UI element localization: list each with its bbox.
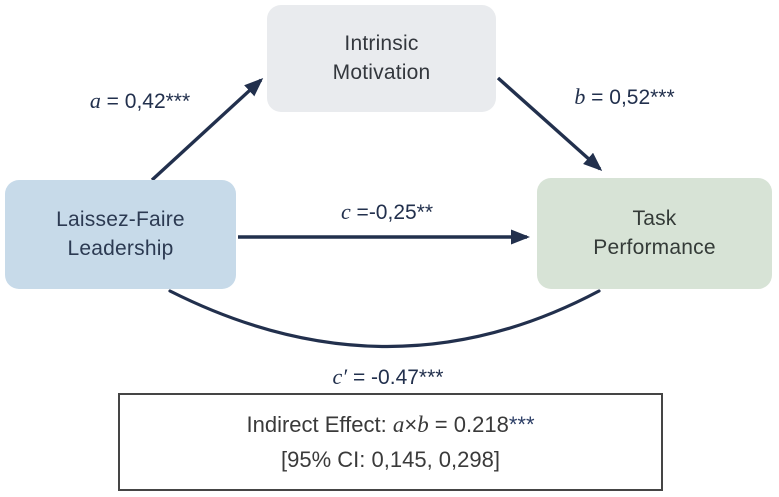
- path-c-prime-value-line: c′ = -0.47***: [278, 361, 498, 393]
- path-a-label: a = 0,42***: [55, 88, 225, 114]
- box-intrinsic-motivation-line2: Motivation: [332, 60, 431, 84]
- box-task-performance-line2: Performance: [593, 235, 716, 259]
- path-b-value: = 0,52***: [585, 86, 675, 109]
- indirect-effect-var-a: a: [392, 412, 405, 438]
- indirect-effect-prefix: Indirect Effect:: [246, 412, 393, 438]
- path-c-label: c =-0,25**: [302, 199, 472, 225]
- path-a-value: = 0,42***: [100, 90, 191, 113]
- path-b-arrow: [496, 76, 603, 171]
- path-a-variable: a: [89, 88, 101, 113]
- direct-effect-curve: [168, 289, 601, 349]
- indirect-effect-var-b: b: [417, 412, 429, 438]
- indirect-effect-value: = 0.218: [428, 412, 509, 438]
- path-c-value: =-0,25**: [350, 201, 434, 224]
- path-c-prime-value: = -0.47***: [347, 365, 444, 389]
- box-intrinsic-motivation: Intrinsic Motivation: [267, 5, 496, 112]
- indirect-effect-stars: ***: [508, 412, 535, 438]
- box-task-performance-line1: Task: [632, 206, 677, 230]
- path-c-variable: c: [340, 199, 351, 224]
- path-c-prime-variable: c′: [332, 363, 348, 389]
- path-b-label: b = 0,52***: [537, 84, 712, 110]
- box-laissez-faire-line1: Laissez-Faire: [56, 207, 185, 231]
- box-intrinsic-motivation-line1: Intrinsic: [344, 31, 419, 55]
- box-task-performance: Task Performance: [537, 178, 772, 289]
- box-laissez-faire-line2: Leadership: [67, 236, 174, 260]
- indirect-effect-panel: Indirect Effect: a×b = 0.218*** [95% CI:…: [118, 393, 663, 491]
- confidence-interval-line: [95% CI: 0,145, 0,298]: [281, 446, 500, 472]
- path-a-arrow: [150, 77, 264, 182]
- box-laissez-faire-leadership: Laissez-Faire Leadership: [5, 180, 236, 289]
- multiply-sign: ×: [404, 412, 418, 438]
- path-b-variable: b: [574, 84, 586, 109]
- indirect-effect-line: Indirect Effect: a×b = 0.218***: [246, 408, 534, 443]
